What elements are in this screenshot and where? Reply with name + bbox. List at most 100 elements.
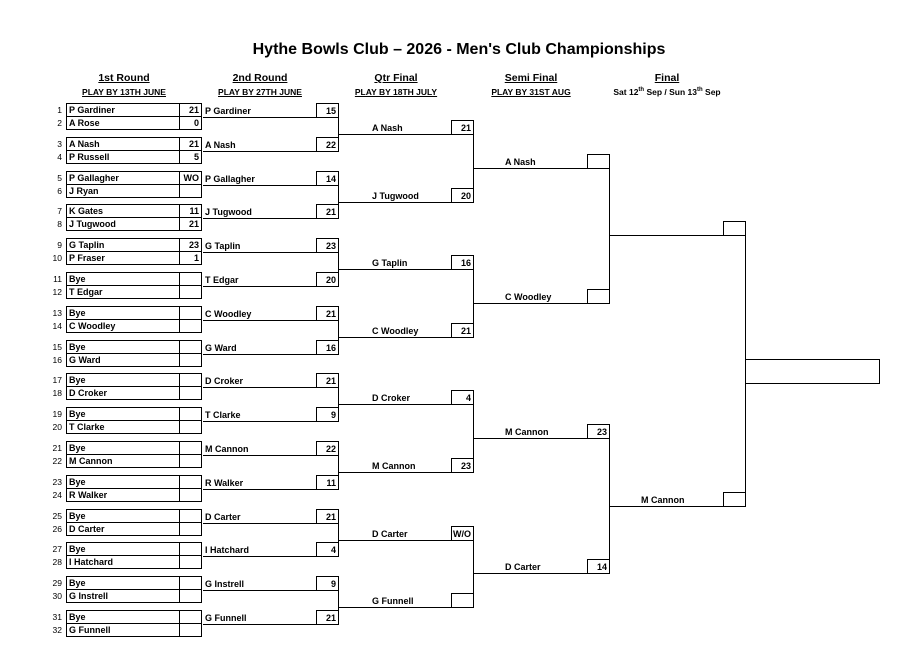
player-name: J Tugwood xyxy=(372,190,419,201)
player-score: 23 xyxy=(460,460,471,471)
player-score: 23 xyxy=(188,240,199,251)
player-name: G Taplin xyxy=(205,241,241,252)
player-name: T Edgar xyxy=(205,275,239,285)
seed-number: 26 xyxy=(52,523,62,534)
bracket-line xyxy=(203,387,338,389)
seed-number: 22 xyxy=(52,456,62,466)
semi-final-score-box xyxy=(587,424,610,440)
seed-number: 1 xyxy=(57,105,62,115)
player-score: 21 xyxy=(325,207,336,218)
player-name: P Gardiner xyxy=(69,105,115,115)
round1-score-box xyxy=(179,386,202,401)
seed-number: 24 xyxy=(52,489,62,500)
bracket-line xyxy=(473,167,609,169)
bracket-line xyxy=(203,117,338,118)
round1-score-box xyxy=(179,352,202,367)
round1-score-box xyxy=(179,521,202,536)
bracket-line xyxy=(338,269,473,271)
bracket-line xyxy=(338,201,473,203)
player-name: Bye xyxy=(69,443,86,453)
player-name: K Gates xyxy=(69,206,104,217)
player-name: G Taplin xyxy=(372,258,408,269)
player-score: 21 xyxy=(188,138,199,149)
round-heading: 1st Round xyxy=(98,72,150,84)
player-name: C Woodley xyxy=(69,320,116,331)
player-name: Bye xyxy=(69,476,86,487)
round1-score-box xyxy=(179,183,202,198)
player-name: R Walker xyxy=(205,477,244,488)
quarter-final-score-box xyxy=(451,255,474,271)
bracket-line xyxy=(203,421,338,423)
player-name: Bye xyxy=(69,510,86,521)
round1-score-box xyxy=(179,251,202,266)
seed-number: 11 xyxy=(53,274,62,284)
round2-score-box xyxy=(316,373,339,389)
player-score: 1 xyxy=(193,253,199,264)
player-name: D Carter xyxy=(69,523,105,534)
player-score: 4 xyxy=(465,393,471,404)
seed-number: 9 xyxy=(57,240,62,251)
round1-score-box xyxy=(179,339,202,354)
player-score: 16 xyxy=(460,258,471,269)
player-score: 9 xyxy=(330,579,336,590)
round2-score-box xyxy=(316,103,339,118)
player-name: G Taplin xyxy=(69,240,105,251)
player-name: D Carter xyxy=(505,562,541,573)
player-name: P Gallagher xyxy=(69,172,119,183)
player-name: Bye xyxy=(69,274,86,284)
bracket-line xyxy=(338,133,473,135)
seed-number: 20 xyxy=(52,422,62,433)
round2-score-box xyxy=(316,238,339,254)
bracket-line xyxy=(338,539,473,541)
player-name: T Clarke xyxy=(69,422,105,433)
round1-score-box xyxy=(179,407,202,422)
seed-number: 14 xyxy=(52,320,62,331)
quarter-final-score-box xyxy=(451,390,474,406)
player-name: Bye xyxy=(69,307,86,318)
seed-number: 18 xyxy=(52,388,62,399)
player-name: G Instrell xyxy=(205,579,245,590)
player-name: D Carter xyxy=(205,511,241,522)
player-name: M Cannon xyxy=(505,427,549,438)
round1-score-box xyxy=(179,474,202,489)
bracket-line xyxy=(203,624,338,625)
bracket-line xyxy=(338,522,339,557)
round1-score-box xyxy=(179,441,202,455)
final-date: Sat 12th Sep / Sun 13th Sep xyxy=(613,87,721,97)
round-deadline: PLAY BY 18TH JULY xyxy=(354,87,438,97)
player-name: G Funnell xyxy=(205,613,247,623)
player-name: G Ward xyxy=(205,342,237,353)
player-score: 9 xyxy=(330,410,336,421)
semi-final-score-box xyxy=(587,288,610,304)
player-score: 21 xyxy=(325,511,336,522)
round1-score-box xyxy=(179,576,202,591)
player-score: 11 xyxy=(189,206,199,217)
player-score: 20 xyxy=(325,275,336,285)
player-name: D Croker xyxy=(372,393,411,404)
bracket-line xyxy=(609,167,610,303)
round2-score-box xyxy=(316,170,339,186)
player-name: Bye xyxy=(69,578,86,589)
round-heading: 2nd Round xyxy=(232,72,288,84)
player-name: G Funnell xyxy=(69,625,111,635)
round2-score-box xyxy=(316,305,339,321)
player-score: 4 xyxy=(330,545,336,556)
player-name: T Clarke xyxy=(205,410,241,421)
bracket-line xyxy=(203,556,338,558)
player-score: 16 xyxy=(325,342,336,353)
round1-score-box xyxy=(179,610,202,624)
bracket-line xyxy=(338,387,339,422)
round1-score-box xyxy=(179,623,202,637)
seed-number: 7 xyxy=(57,206,62,217)
seed-number: 6 xyxy=(57,185,62,196)
round1-score-box xyxy=(179,318,202,333)
round-heading: Semi Final xyxy=(504,72,558,84)
bracket-line xyxy=(203,319,338,321)
bracket-line xyxy=(203,184,338,186)
player-name: P Gardiner xyxy=(205,106,251,116)
seed-number: 12 xyxy=(52,287,62,297)
bracket-line xyxy=(338,607,473,609)
round1-score-box xyxy=(179,373,202,388)
seed-number: 3 xyxy=(57,138,62,149)
